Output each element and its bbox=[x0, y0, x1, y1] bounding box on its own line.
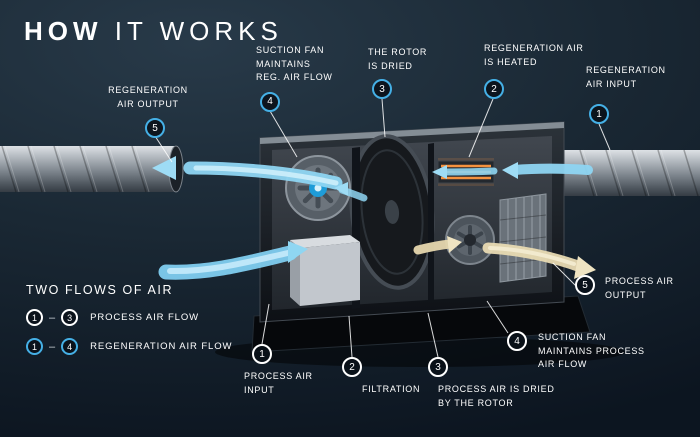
page-title: HOW IT WORKS bbox=[24, 16, 283, 47]
airflow-process-through-rotor bbox=[413, 236, 462, 255]
legend-process-label: PROCESS AIR FLOW bbox=[90, 312, 200, 323]
callout-label-regeneration-air-output: REGENERATION AIR OUTPUT bbox=[108, 85, 188, 109]
callout-number-4-suction-process: 4 bbox=[507, 331, 527, 351]
callout-number-2-reg-heated: 2 bbox=[484, 79, 504, 99]
callout-number-3-process-dried: 3 bbox=[428, 357, 448, 377]
legend-row-regeneration: 1 – 4 REGENERATION AIR FLOW bbox=[26, 338, 232, 355]
callout-label-process-air-input: PROCESS AIR INPUT bbox=[244, 371, 313, 395]
callout-label-process-air-dried: PROCESS AIR IS DRIED BY THE ROTOR bbox=[438, 384, 555, 408]
legend-regeneration-dash: – bbox=[49, 340, 56, 353]
legend-row-process: 1 – 3 PROCESS AIR FLOW bbox=[26, 309, 232, 326]
callout-number-1-process-input: 1 bbox=[252, 344, 272, 364]
callout-process-air-output: 5 PROCESS AIR OUTPUT bbox=[575, 275, 674, 302]
callout-process-air-input: 1 PROCESS AIR INPUT bbox=[244, 344, 344, 397]
legend-regeneration-start-number: 1 bbox=[26, 338, 43, 355]
outlet-grid bbox=[499, 193, 547, 283]
process-fan-icon bbox=[445, 215, 495, 265]
callout-label-suction-fan-process: SUCTION FAN MAINTAINS PROCESS AIR FLOW bbox=[538, 332, 645, 369]
airflow-rotor-to-fan bbox=[334, 182, 368, 202]
callout-label-rotor-dried: THE ROTOR IS DRIED bbox=[368, 47, 428, 71]
callout-process-air-dried: 3 PROCESS AIR IS DRIED BY THE ROTOR bbox=[428, 357, 558, 410]
legend-process-dash: – bbox=[49, 311, 56, 324]
page-title-rest: IT WORKS bbox=[102, 16, 283, 46]
callout-label-filtration: FILTRATION bbox=[362, 384, 421, 394]
callout-suction-fan-process: 4 SUCTION FAN MAINTAINS PROCESS AIR FLOW bbox=[507, 331, 645, 372]
legend-regeneration-label: REGENERATION AIR FLOW bbox=[90, 341, 233, 352]
callout-regeneration-air-output: REGENERATION AIR OUTPUT 5 bbox=[86, 84, 210, 138]
airflow-regeneration-output bbox=[152, 156, 343, 190]
airflow-regeneration-input bbox=[432, 162, 593, 179]
legend-title: TWO FLOWS OF AIR bbox=[26, 283, 174, 297]
callout-number-1-reg-input: 1 bbox=[589, 104, 609, 124]
callout-number-2-filtration: 2 bbox=[342, 357, 362, 377]
callout-label-suction-fan-reg: SUCTION FAN MAINTAINS REG. AIR FLOW bbox=[256, 45, 333, 82]
callout-rotor-dried: THE ROTOR IS DRIED 3 bbox=[368, 46, 458, 99]
airflow-process-input bbox=[158, 241, 308, 280]
callout-label-regeneration-air-heated: REGENERATION AIR IS HEATED bbox=[484, 43, 584, 67]
callout-label-regeneration-air-input: REGENERATION AIR INPUT bbox=[586, 65, 666, 89]
callout-number-4-suction-reg: 4 bbox=[260, 91, 280, 112]
filter-box bbox=[290, 235, 360, 306]
callout-number-5-process-output: 5 bbox=[575, 275, 595, 295]
legend: TWO FLOWS OF AIR 1 – 3 PROCESS AIR FLOW … bbox=[26, 283, 232, 355]
callout-regeneration-air-input: REGENERATION AIR INPUT 1 bbox=[586, 64, 696, 124]
callout-number-3-rotor-dried: 3 bbox=[372, 79, 392, 99]
legend-process-start-number: 1 bbox=[26, 309, 43, 326]
callout-number-5-regeneration-output: 5 bbox=[145, 118, 165, 138]
airflow-process-output bbox=[482, 242, 596, 279]
callout-filtration: 2 FILTRATION bbox=[342, 357, 442, 397]
left-duct bbox=[0, 145, 184, 193]
legend-regeneration-end-number: 4 bbox=[61, 338, 79, 355]
callout-suction-fan-reg: SUCTION FAN MAINTAINS REG. AIR FLOW 4 bbox=[256, 44, 366, 112]
connector-lines bbox=[154, 98, 611, 358]
legend-process-end-number: 3 bbox=[61, 309, 79, 326]
page-title-strong: HOW bbox=[24, 16, 103, 46]
callout-regeneration-air-heated: REGENERATION AIR IS HEATED 2 bbox=[484, 42, 604, 99]
callout-label-process-air-output: PROCESS AIR OUTPUT bbox=[605, 276, 674, 300]
